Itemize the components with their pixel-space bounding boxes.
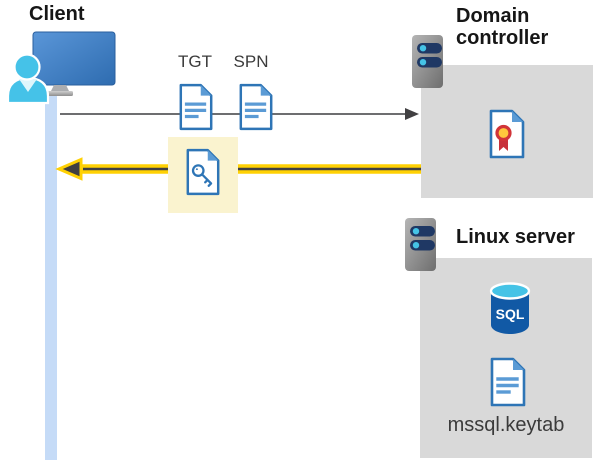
spn-document-icon: [239, 83, 273, 131]
tgt-label: TGT: [178, 52, 212, 71]
linux-server-server-icon: [405, 218, 436, 271]
request-arrow-icon: [60, 108, 419, 120]
spn-label: SPN: [233, 52, 269, 71]
client-person-monitor-icon: [6, 31, 116, 105]
tgt-document-icon: [179, 83, 213, 131]
keytab-document-icon: [490, 357, 526, 407]
sql-database-icon: SQL: [489, 282, 531, 334]
key-document-icon: [186, 148, 220, 196]
client-lifeline-bar: [45, 94, 57, 460]
domain-controller-label: Domain controller: [456, 5, 549, 49]
certificate-icon: [489, 109, 525, 159]
response-arrow-icon: [55, 157, 423, 181]
linux-server-label: Linux server: [456, 226, 575, 248]
domain-controller-server-icon: [412, 35, 443, 88]
keytab-file-label: mssql.keytab: [447, 414, 565, 436]
sql-icon-text: SQL: [496, 306, 525, 322]
client-label: Client: [29, 3, 85, 25]
